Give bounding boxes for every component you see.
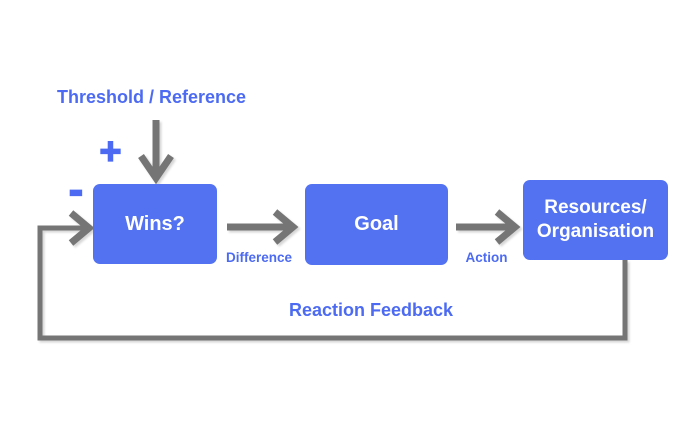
threshold-arrow-head-icon [138, 154, 174, 185]
feedback-arrow-head-icon [68, 210, 95, 246]
resources-box-label-line1: Resources/ [544, 197, 647, 218]
wins-box-label: Wins? [125, 212, 185, 235]
wins-box: Wins? [93, 184, 217, 264]
feedback-loop-line [37, 225, 628, 341]
threshold-reference-label: Threshold / Reference [57, 87, 247, 107]
plus-sign: + [99, 130, 123, 173]
difference-arrow-head-icon [272, 209, 299, 245]
reaction-feedback-label: Reaction Feedback [289, 300, 454, 320]
resources-box-label-line2: Organisation [536, 221, 655, 242]
minus-sign: - [68, 164, 84, 214]
action-arrow-label: Action [465, 250, 508, 265]
resources-organisation-box: Resources/ Organisation [523, 180, 668, 260]
goal-box: Goal [305, 184, 448, 265]
difference-arrow-label: Difference [225, 250, 293, 265]
action-arrow-head-icon [494, 209, 521, 245]
goal-box-label: Goal [354, 213, 399, 235]
